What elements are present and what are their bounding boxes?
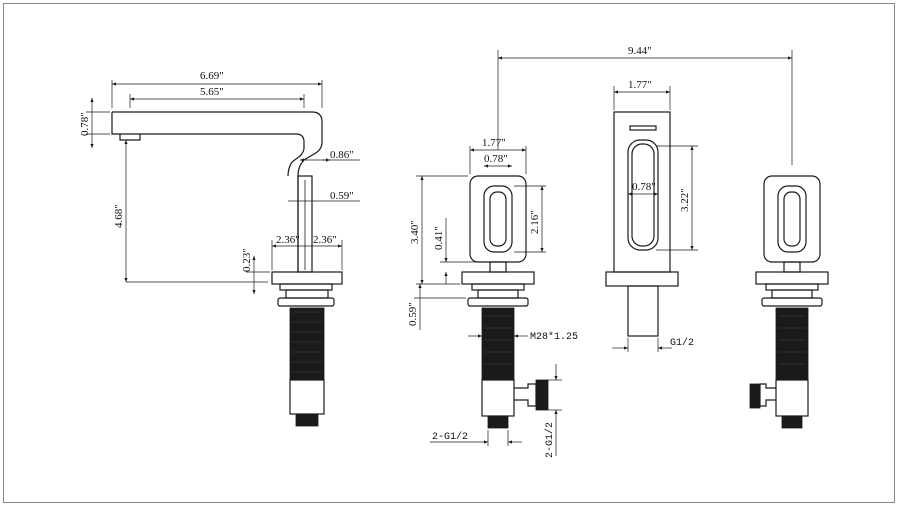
spout-thread-lines <box>292 311 322 373</box>
dim-handle-slot: 0.78" <box>484 153 508 165</box>
dim-side-height: 3.22" <box>679 188 691 212</box>
dim-base-right: 2.36" <box>313 234 337 246</box>
dim-side-width: 1.77" <box>628 79 652 91</box>
dim-spout-tip: 0.86" <box>330 149 354 161</box>
dim-spout-neck: 0.59" <box>330 190 354 202</box>
dim-base-left: 2.36" <box>276 234 300 246</box>
dim-handle-offset: 0.41" <box>433 226 445 250</box>
handle-front-view: 1.77" 0.78" 3.40" 2.16" 0.41" 0.59" M28*… <box>407 137 578 458</box>
dim-handle-width: 1.77" <box>482 137 506 149</box>
dim-handle-slot-height: 2.16" <box>529 210 541 234</box>
handle-side-view: 1.77" 0.78" 3.22" G1/2 <box>605 79 698 352</box>
dim-spout-thickness: 0.78" <box>79 112 91 136</box>
dim-spout-height: 4.68" <box>113 204 125 228</box>
dim-spout-reach: 6.69" <box>200 70 224 82</box>
dim-handle-base: 0.59" <box>407 302 419 326</box>
dim-base-height: 0.23" <box>241 248 253 272</box>
dim-outlet-h: 2-G1/2 <box>432 431 468 443</box>
spout-view: 6.69" 5.65" 0.78" 4.68" 0.86" 0.59" 2.36… <box>79 70 360 427</box>
dim-overall-width: 9.44" <box>628 45 652 57</box>
dim-spout-inner: 5.65" <box>200 86 224 98</box>
drawing-frame <box>3 3 895 503</box>
dim-handle-height: 3.40" <box>409 220 421 244</box>
dim-side-inlet: G1/2 <box>670 337 694 349</box>
dim-thread-spec: M28*1.25 <box>530 331 578 343</box>
dim-side-slot: 0.78" <box>632 181 656 193</box>
handle-right-view <box>749 175 829 429</box>
dim-outlet-v: 2-G1/2 <box>544 422 556 458</box>
